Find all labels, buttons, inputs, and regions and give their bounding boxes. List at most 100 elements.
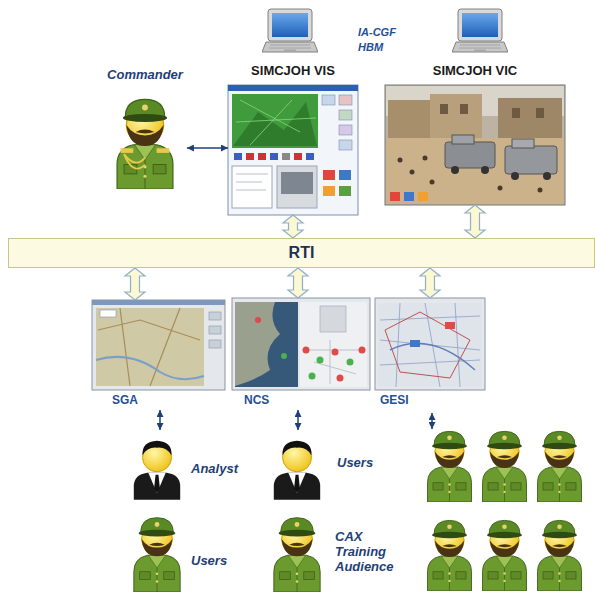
- gesi-screenshot: [385, 312, 470, 378]
- vis-screenshot: [258, 153, 266, 160]
- vic-screenshot: [386, 138, 564, 204]
- node-label: SIMCJOH VIS: [251, 64, 335, 79]
- vic-screenshot: [538, 188, 543, 193]
- vic-screenshot: [512, 108, 520, 118]
- node-label: Analyst: [191, 462, 238, 477]
- vis-screenshot: [323, 186, 335, 196]
- soldier-icon: [274, 518, 320, 592]
- vis-screenshot: [339, 186, 351, 196]
- ncs-screenshot: [255, 317, 261, 323]
- vis-screenshot: [277, 166, 317, 208]
- gesi-screenshot: [378, 303, 482, 387]
- sga-screenshot: [209, 340, 221, 348]
- ncs-screenshot: [300, 302, 367, 387]
- node-label: Users: [337, 456, 373, 471]
- soldier-icon: [428, 520, 472, 591]
- double-block-arrow: [125, 268, 145, 300]
- vic-screenshot: [498, 98, 562, 140]
- vis-screenshot: [228, 85, 358, 215]
- vic-screenshot: [388, 100, 430, 140]
- link-arrow: [159, 410, 161, 430]
- node-label: Users: [191, 554, 227, 569]
- vic-screenshot: [430, 180, 435, 185]
- commander-figure: [117, 99, 173, 189]
- soldier-icon: [538, 431, 582, 502]
- vis-screenshot: [322, 95, 335, 105]
- vis-screenshot: [323, 170, 335, 180]
- software-label: HBM: [358, 41, 383, 54]
- sga-screenshot: [92, 300, 225, 390]
- commander-figure: [157, 148, 170, 153]
- software-label: IA-CGF: [358, 26, 396, 39]
- simulator-screen: SIMCJOH VIS: [228, 62, 358, 215]
- sga-screenshot: [96, 308, 204, 386]
- gesi-screenshot: [375, 298, 485, 390]
- commander-figure: [120, 148, 133, 153]
- gesi-link-arrow: [431, 413, 433, 429]
- vis-screenshot: [236, 100, 316, 145]
- gesi-link-arrow: [432, 413, 433, 429]
- vis-screenshot: [228, 85, 358, 215]
- vis-screenshot: [234, 153, 242, 160]
- soldier-icon: [428, 431, 472, 502]
- tool-screen: SGA: [92, 300, 225, 410]
- vic-screenshot: [511, 172, 519, 180]
- vis-screenshot: [232, 94, 318, 148]
- vis-screenshot: [246, 153, 254, 160]
- vic-screenshot: [423, 156, 428, 161]
- vic-screenshot: [404, 192, 414, 201]
- soldier-figure: Users: [125, 508, 245, 594]
- double-block-arrow: [465, 205, 485, 238]
- ncs-screenshot: [347, 359, 354, 366]
- vis-screenshot: [233, 102, 317, 146]
- vic-screenshot: [418, 192, 428, 201]
- vis-screenshot: [294, 153, 302, 160]
- tool-screen: GESI: [375, 298, 485, 410]
- vis-screenshot: [306, 153, 314, 160]
- simulator-screen: SIMCJOH VIC: [385, 62, 565, 205]
- double-block-arrow: [283, 215, 303, 238]
- ncs-screenshot: [317, 357, 324, 364]
- soldier-icon: [134, 431, 582, 592]
- vic-screenshot: [430, 94, 482, 140]
- commander-figure: [124, 154, 145, 169]
- sga-screenshot: [96, 357, 204, 379]
- commander-figure: [117, 99, 173, 189]
- ncs-screenshot: [303, 347, 310, 354]
- tool-screen: NCS: [232, 298, 370, 410]
- person-icon: [274, 441, 320, 500]
- vic-screenshot: [460, 104, 468, 114]
- vic-screenshot: [481, 166, 489, 174]
- laptop-icon: [262, 9, 318, 52]
- vis-screenshot: [339, 95, 352, 105]
- vic-screenshot: [440, 104, 448, 114]
- sga-screenshot: [92, 300, 225, 390]
- ncs-screenshot: [332, 349, 339, 356]
- person-figure: Analyst: [125, 430, 250, 500]
- vis-screenshot: [232, 166, 272, 208]
- sga-screenshot: [100, 310, 116, 317]
- vis-screenshot: [236, 174, 268, 190]
- vic-screenshot: [410, 170, 415, 175]
- vis-screenshot: [228, 85, 358, 91]
- ncs-screenshot: [235, 302, 280, 386]
- sga-screenshot: [98, 308, 200, 386]
- double-block-arrow: [420, 268, 440, 298]
- laptop-icon: [262, 9, 508, 52]
- gesi-screenshot: [380, 303, 480, 387]
- vic-screenshot: [543, 172, 551, 180]
- soldier-icon: [483, 431, 527, 502]
- vis-screenshot: [339, 125, 352, 135]
- sga-screenshot: [209, 326, 221, 334]
- node-label: Commander: [107, 68, 183, 83]
- person-figure: Users: [265, 430, 385, 500]
- ncs-screenshot: [304, 340, 364, 384]
- vis-screenshot: [270, 153, 278, 160]
- gesi-screenshot: [445, 322, 455, 329]
- node-label: GESI: [380, 394, 409, 408]
- soldier-icon: [538, 520, 582, 591]
- node-label: SGA: [112, 394, 138, 408]
- vic-screenshot: [390, 192, 400, 201]
